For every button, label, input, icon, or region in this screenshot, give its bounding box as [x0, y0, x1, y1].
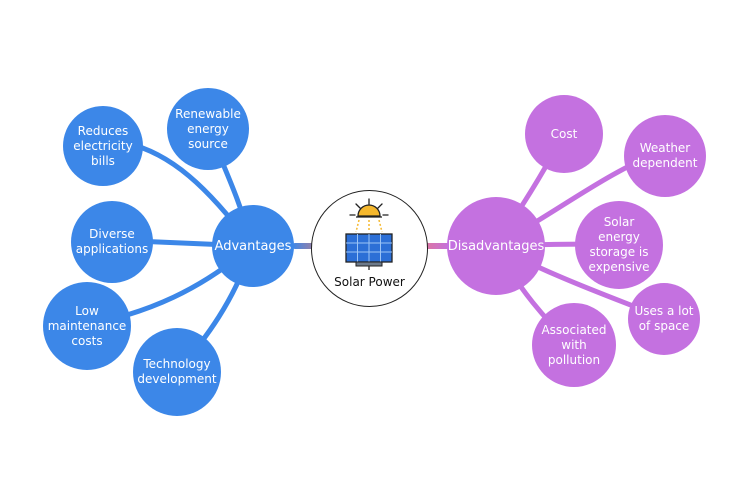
- advantage-low-maintenance-costs: Low maintenance costs: [43, 282, 131, 370]
- disadvantage-uses-space: Uses a lot of space: [628, 283, 700, 355]
- disadvantage-cost: Cost: [525, 95, 603, 173]
- advantage-diverse-applications: Diverse applications: [71, 201, 153, 283]
- disadvantage-pollution: Associated with pollution: [532, 303, 616, 387]
- disadvantage-storage-expensive: Solar energy storage is expensive: [575, 201, 663, 289]
- disadvantage-weather-dependent: Weather dependent: [624, 115, 706, 197]
- advantage-technology-development: Technology development: [133, 328, 221, 416]
- center-node: Solar Power: [311, 190, 428, 307]
- solar-panel-with-sun-icon: [344, 197, 393, 270]
- advantage-reduces-electricity-bills: Reduces electricity bills: [63, 106, 143, 186]
- advantages-hub: Advantages: [212, 205, 294, 287]
- advantage-renewable-energy-source: Renewable energy source: [167, 88, 249, 170]
- center-label: Solar Power: [334, 275, 405, 289]
- disadvantages-hub: Disadvantages: [447, 197, 545, 295]
